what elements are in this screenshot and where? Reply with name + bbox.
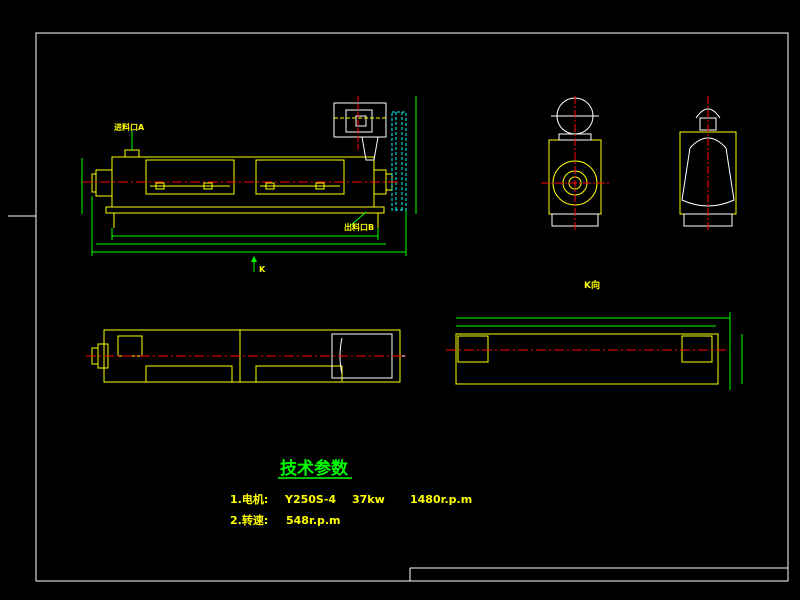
k-view-base	[446, 312, 743, 390]
side-view-right	[679, 96, 737, 232]
drawing-border	[35, 32, 789, 582]
top-view	[86, 329, 406, 383]
view-arrow-label: K	[259, 265, 266, 274]
inlet-label: 进料口A	[114, 122, 145, 132]
spec-motor-power: 37kw	[352, 493, 385, 506]
spec-motor-model: Y250S-4	[284, 493, 336, 506]
spec-rotation-speed: 548r.p.m	[286, 514, 341, 527]
front-view	[81, 96, 417, 272]
spec-row2-label: 2.转速:	[230, 513, 268, 527]
specs-title: 技术参数	[280, 458, 349, 479]
k-view-title: K向	[584, 279, 600, 291]
spec-row1-label: 1.电机:	[230, 492, 268, 506]
side-view-left	[541, 96, 609, 232]
spec-motor-speed: 1480r.p.m	[410, 493, 472, 506]
outlet-label: 出料口B	[344, 222, 374, 232]
